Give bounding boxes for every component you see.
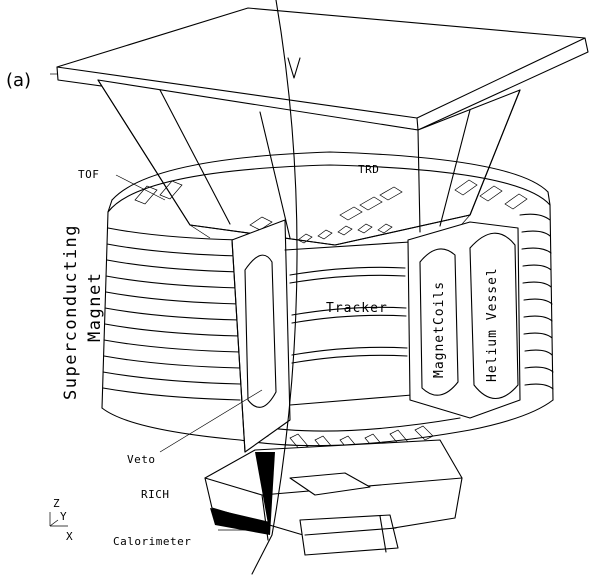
axis-y-label: Y bbox=[60, 510, 67, 523]
label-trd: TRD bbox=[358, 163, 379, 176]
label-magnet: Magnet bbox=[85, 272, 105, 342]
right-cut-flange bbox=[407, 221, 521, 419]
rich-calorimeter bbox=[204, 439, 463, 556]
right-ribs bbox=[519, 213, 554, 390]
label-veto: Veto bbox=[127, 453, 156, 466]
label-superconducting: Superconducting bbox=[61, 224, 81, 400]
track-arrowhead bbox=[287, 57, 301, 79]
left-cut-flange bbox=[231, 219, 291, 453]
particle-track bbox=[251, 0, 301, 575]
label-tof: TOF bbox=[78, 168, 99, 181]
label-rich: RICH bbox=[141, 488, 170, 501]
axis-x-label: X bbox=[66, 530, 73, 543]
axis-z-label: Z bbox=[53, 497, 60, 510]
label-magnet-coils: MagnetCoils bbox=[432, 281, 447, 378]
label-tracker: Tracker bbox=[326, 301, 388, 316]
label-helium-vessel: Helium Vessel bbox=[485, 267, 500, 382]
axes-indicator: Z Y X bbox=[49, 497, 73, 543]
label-calorimeter: Calorimeter bbox=[113, 535, 191, 548]
panel-label: (a) bbox=[6, 70, 31, 91]
magnet-cylinder bbox=[101, 151, 554, 453]
leader-lines bbox=[50, 73, 263, 531]
left-ribs bbox=[102, 227, 241, 401]
trd-module bbox=[56, 7, 589, 246]
